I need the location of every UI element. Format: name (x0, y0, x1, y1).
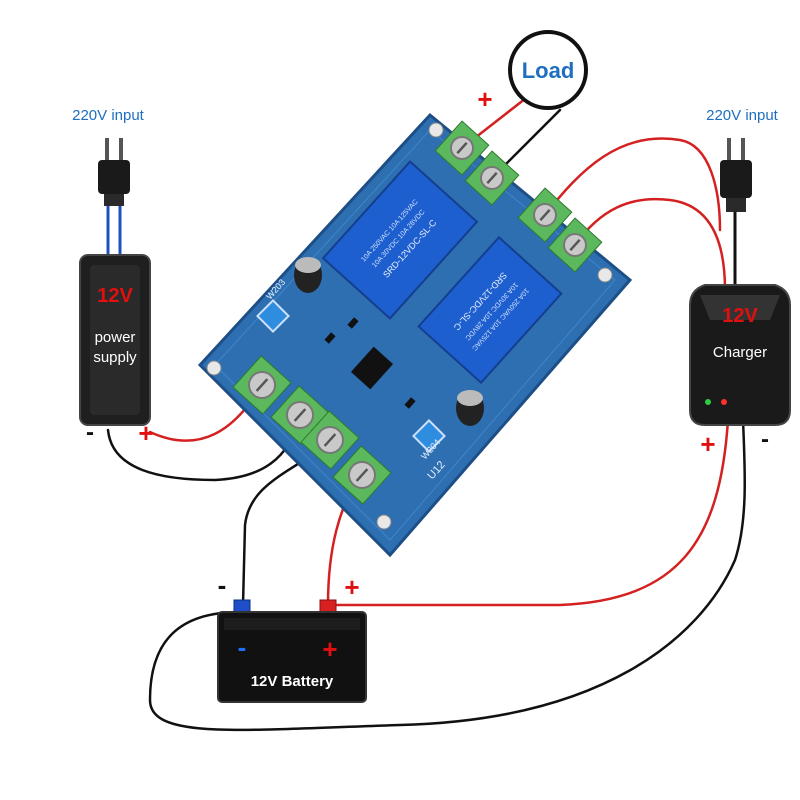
charger-minus: - (761, 426, 769, 453)
power-supply-minus: - (86, 419, 94, 446)
load-label: Load (522, 58, 575, 83)
relay-1: 10A 250VAC 10A 125VAC 10A 30VDC 10A 28VD… (321, 160, 479, 320)
charger-to-board-red-1 (543, 137, 722, 232)
battery-plus: + (344, 572, 359, 602)
battery-body-plus: + (322, 634, 337, 664)
capacitor (294, 257, 322, 293)
load-circle (508, 30, 588, 110)
battery-minus: - (218, 570, 227, 600)
relay-board: 10A 250VAC 10A 125VAC 10A 30VDC 10A 28VD… (197, 112, 633, 558)
terminal-screw (332, 445, 392, 505)
terminal-screw (434, 120, 490, 176)
terminal-screw (270, 385, 330, 445)
charger: 12V Charger + - (689, 284, 791, 459)
charger-led-green (705, 399, 711, 405)
terminal-screw (547, 217, 603, 273)
terminal-block-load (434, 120, 520, 206)
power-supply-label-1: power (95, 329, 136, 346)
battery-body-minus: - (238, 632, 247, 662)
mount-hole (597, 267, 613, 283)
power-supply-voltage: 12V (97, 285, 133, 307)
terminal-screw (300, 410, 360, 470)
terminal-screw (464, 150, 520, 206)
right-input-label: 220V input (706, 107, 779, 124)
plug-icon (98, 138, 130, 206)
battery-label: 12V Battery (251, 673, 334, 690)
wires (106, 93, 747, 732)
terminal-screw (517, 187, 573, 243)
ic-chip (350, 346, 394, 390)
potentiometer (412, 419, 446, 453)
power-supply-plus: + (138, 418, 153, 448)
terminal-screw (232, 355, 292, 415)
load: Load + (477, 30, 588, 114)
mount-hole (428, 122, 444, 138)
power-supply: 12V power supply - + (79, 254, 154, 448)
load-plus: + (477, 84, 492, 114)
left-input: 220V input (72, 107, 145, 206)
charger-label: Charger (713, 344, 767, 361)
mount-hole (376, 514, 392, 530)
charger-plus: + (700, 429, 715, 459)
battery-body (217, 611, 367, 703)
terminal-block-power (232, 355, 392, 505)
charger-led-red (721, 399, 727, 405)
battery-to-charger-positive (333, 418, 730, 607)
power-supply-label-2: supply (93, 349, 137, 366)
smd-part (404, 397, 416, 409)
smd-part (324, 332, 336, 344)
terminal-block-charger (517, 187, 603, 273)
right-input: 220V input (706, 107, 779, 212)
left-input-label: 220V input (72, 107, 145, 124)
charger-voltage: 12V (722, 305, 758, 327)
battery-to-charger-negative (148, 418, 747, 732)
battery: - + 12V Battery - + (217, 570, 367, 703)
plug-icon (720, 138, 752, 212)
capacitor (456, 390, 484, 426)
mount-hole (206, 360, 222, 376)
smd-part (347, 317, 359, 329)
charger-to-board-red-2 (573, 197, 727, 292)
potentiometer (256, 299, 290, 333)
relay-2: 10A 250VAC 10A 125VAC 10A 30VDC 10A 28VD… (417, 235, 563, 385)
